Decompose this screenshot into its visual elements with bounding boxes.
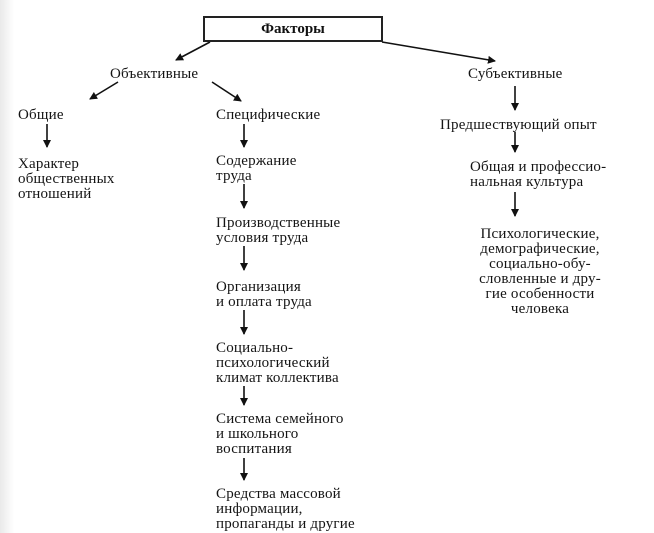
general-node: Общие [18, 107, 64, 123]
subjective-item-3: Психологические, демографические, социал… [479, 226, 601, 317]
specific-item-4: Социально- психологический климат коллек… [216, 340, 339, 386]
specific-item-6: Средства массовой информации, пропаганды… [216, 486, 355, 532]
arrow-root-to-objective [175, 41, 211, 61]
objective-node: Объективные [110, 66, 199, 82]
subjective-item-2: Общая и профессио- нальная культура [470, 159, 607, 190]
specific-item-3: Организация и оплата труда [216, 279, 312, 310]
arrow-root-to-subjective [381, 41, 496, 64]
specific-item-1: Содержание труда [216, 153, 297, 184]
root-node: Факторы [203, 16, 383, 42]
general-child-node: Характер общественных отношений [18, 156, 115, 202]
specific-item-2: Производственные условия труда [216, 215, 341, 246]
subjective-node: Субъективные [468, 66, 563, 82]
specific-item-5: Система семейного и школьного воспитания [216, 411, 344, 457]
specific-node: Специфические [216, 107, 321, 123]
arrow-objective-to-general [89, 81, 119, 100]
arrow-objective-to-specific [211, 81, 242, 102]
page-edge-shadow [0, 0, 14, 533]
subjective-item-1: Предшествующий опыт [440, 117, 597, 133]
